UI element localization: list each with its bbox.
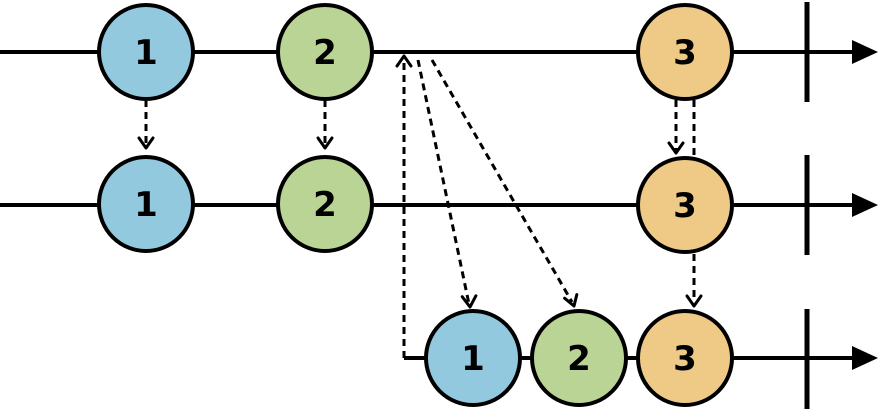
marbles-row-2: 1 2 3 (97, 155, 734, 254)
marble-2: 2 (276, 3, 374, 101)
marble-circle (97, 3, 195, 101)
marble-3: 3 (636, 156, 734, 254)
marble-circle (276, 3, 374, 101)
replay-arrow (416, 59, 471, 305)
connectors (137, 54, 703, 358)
timeline-arrowhead (852, 346, 878, 370)
marble-2: 2 (276, 155, 374, 253)
marble-3: 3 (636, 309, 734, 407)
marble-label: 2 (313, 185, 337, 225)
marble-label: 1 (134, 33, 158, 73)
marble-label: 3 (673, 33, 697, 73)
marble-circle (424, 309, 522, 407)
replay-arrowhead (563, 293, 579, 308)
marble-circle (530, 309, 628, 407)
marble-2: 2 (530, 309, 628, 407)
marbles-row-1: 1 2 3 (97, 3, 734, 101)
marble-label: 1 (461, 339, 485, 379)
emission-arrowhead (137, 136, 155, 150)
marble-1: 1 (97, 3, 195, 101)
marble-circle (636, 309, 734, 407)
marble-circle (97, 155, 195, 253)
marble-circle (276, 155, 374, 253)
marble-label: 2 (313, 33, 337, 73)
marble-label: 3 (673, 186, 697, 226)
marble-label: 2 (567, 339, 591, 379)
subscription-arrowhead (395, 54, 413, 68)
replay-arrowhead (460, 294, 478, 309)
marble-circle (636, 156, 734, 254)
emission-arrowhead (685, 294, 703, 308)
marble-1: 1 (424, 309, 522, 407)
timeline-arrowhead (852, 40, 878, 64)
marble-circle (636, 3, 734, 101)
marble-label: 3 (673, 339, 697, 379)
timeline-arrowhead (852, 193, 878, 217)
emission-arrowhead (316, 136, 334, 150)
marble-3: 3 (636, 3, 734, 101)
marble-1: 1 (97, 155, 195, 253)
replay-arrow (430, 59, 574, 303)
marble-label: 1 (134, 185, 158, 225)
marbles-row-3: 1 2 3 (424, 309, 734, 407)
emission-arrowhead (667, 141, 685, 155)
